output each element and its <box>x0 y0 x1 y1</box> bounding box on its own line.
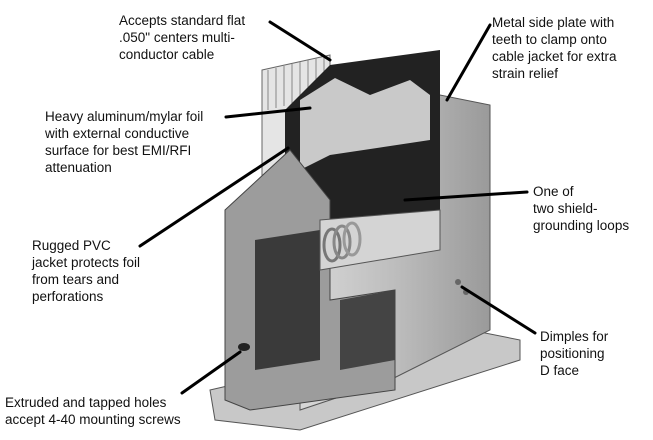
callout-line: Accepts standard flat <box>119 13 246 28</box>
leader-jacket <box>138 146 290 248</box>
callout-line: perforations <box>32 289 104 304</box>
callout-dimples: Dimples for positioning D face <box>540 328 608 379</box>
leader-holes <box>180 350 242 395</box>
callout-line: .050" centers multi- <box>119 30 235 45</box>
mounting-hole <box>238 343 250 351</box>
callout-line: jacket protects foil <box>32 255 141 270</box>
callout-line: surface for best EMI/RFI <box>45 143 192 158</box>
leader-cable <box>268 20 332 62</box>
callout-line: Dimples for <box>540 329 609 344</box>
callout-line: attenuation <box>45 160 112 175</box>
callout-line: from tears and <box>32 272 120 287</box>
foil-highlight <box>300 78 430 170</box>
callout-line: D face <box>540 363 580 378</box>
callout-line: Extruded and tapped holes <box>5 395 167 410</box>
callout-line: strain relief <box>492 66 559 81</box>
leader-side-plate <box>445 23 492 102</box>
insulator-block <box>255 230 320 370</box>
callout-line: Metal side plate with <box>492 15 615 30</box>
callout-line: positioning <box>540 346 605 361</box>
callout-line: accept 4-40 mounting screws <box>5 412 181 427</box>
leader-grounding <box>403 190 529 202</box>
callout-line: grounding loops <box>533 218 630 233</box>
leader-foil <box>224 106 312 119</box>
callout-foil: Heavy aluminum/mylar foil with external … <box>45 108 203 176</box>
callout-line: with external conductive <box>45 126 190 141</box>
callout-line: two shield- <box>533 201 598 216</box>
dimple <box>455 279 461 285</box>
contact-block-lower <box>340 290 395 370</box>
callout-holes: Extruded and tapped holes accept 4-40 mo… <box>5 394 181 428</box>
callout-jacket: Rugged PVC jacket protects foil from tea… <box>32 237 140 305</box>
leader-dimples <box>460 285 537 335</box>
callout-side-plate: Metal side plate with teeth to clamp ont… <box>492 14 617 82</box>
callout-line: teeth to clamp onto <box>492 32 607 47</box>
callout-line: cable jacket for extra <box>492 49 617 64</box>
callout-line: Heavy aluminum/mylar foil <box>45 109 204 124</box>
callout-cable: Accepts standard flat .050" centers mult… <box>119 12 245 63</box>
leader-lines <box>138 20 537 395</box>
grounding-loop <box>322 221 362 263</box>
callout-line: Rugged PVC <box>32 238 111 253</box>
callout-line: conductor cable <box>119 47 215 62</box>
callout-line: One of <box>533 184 574 199</box>
callout-grounding: One of two shield- grounding loops <box>533 183 629 234</box>
